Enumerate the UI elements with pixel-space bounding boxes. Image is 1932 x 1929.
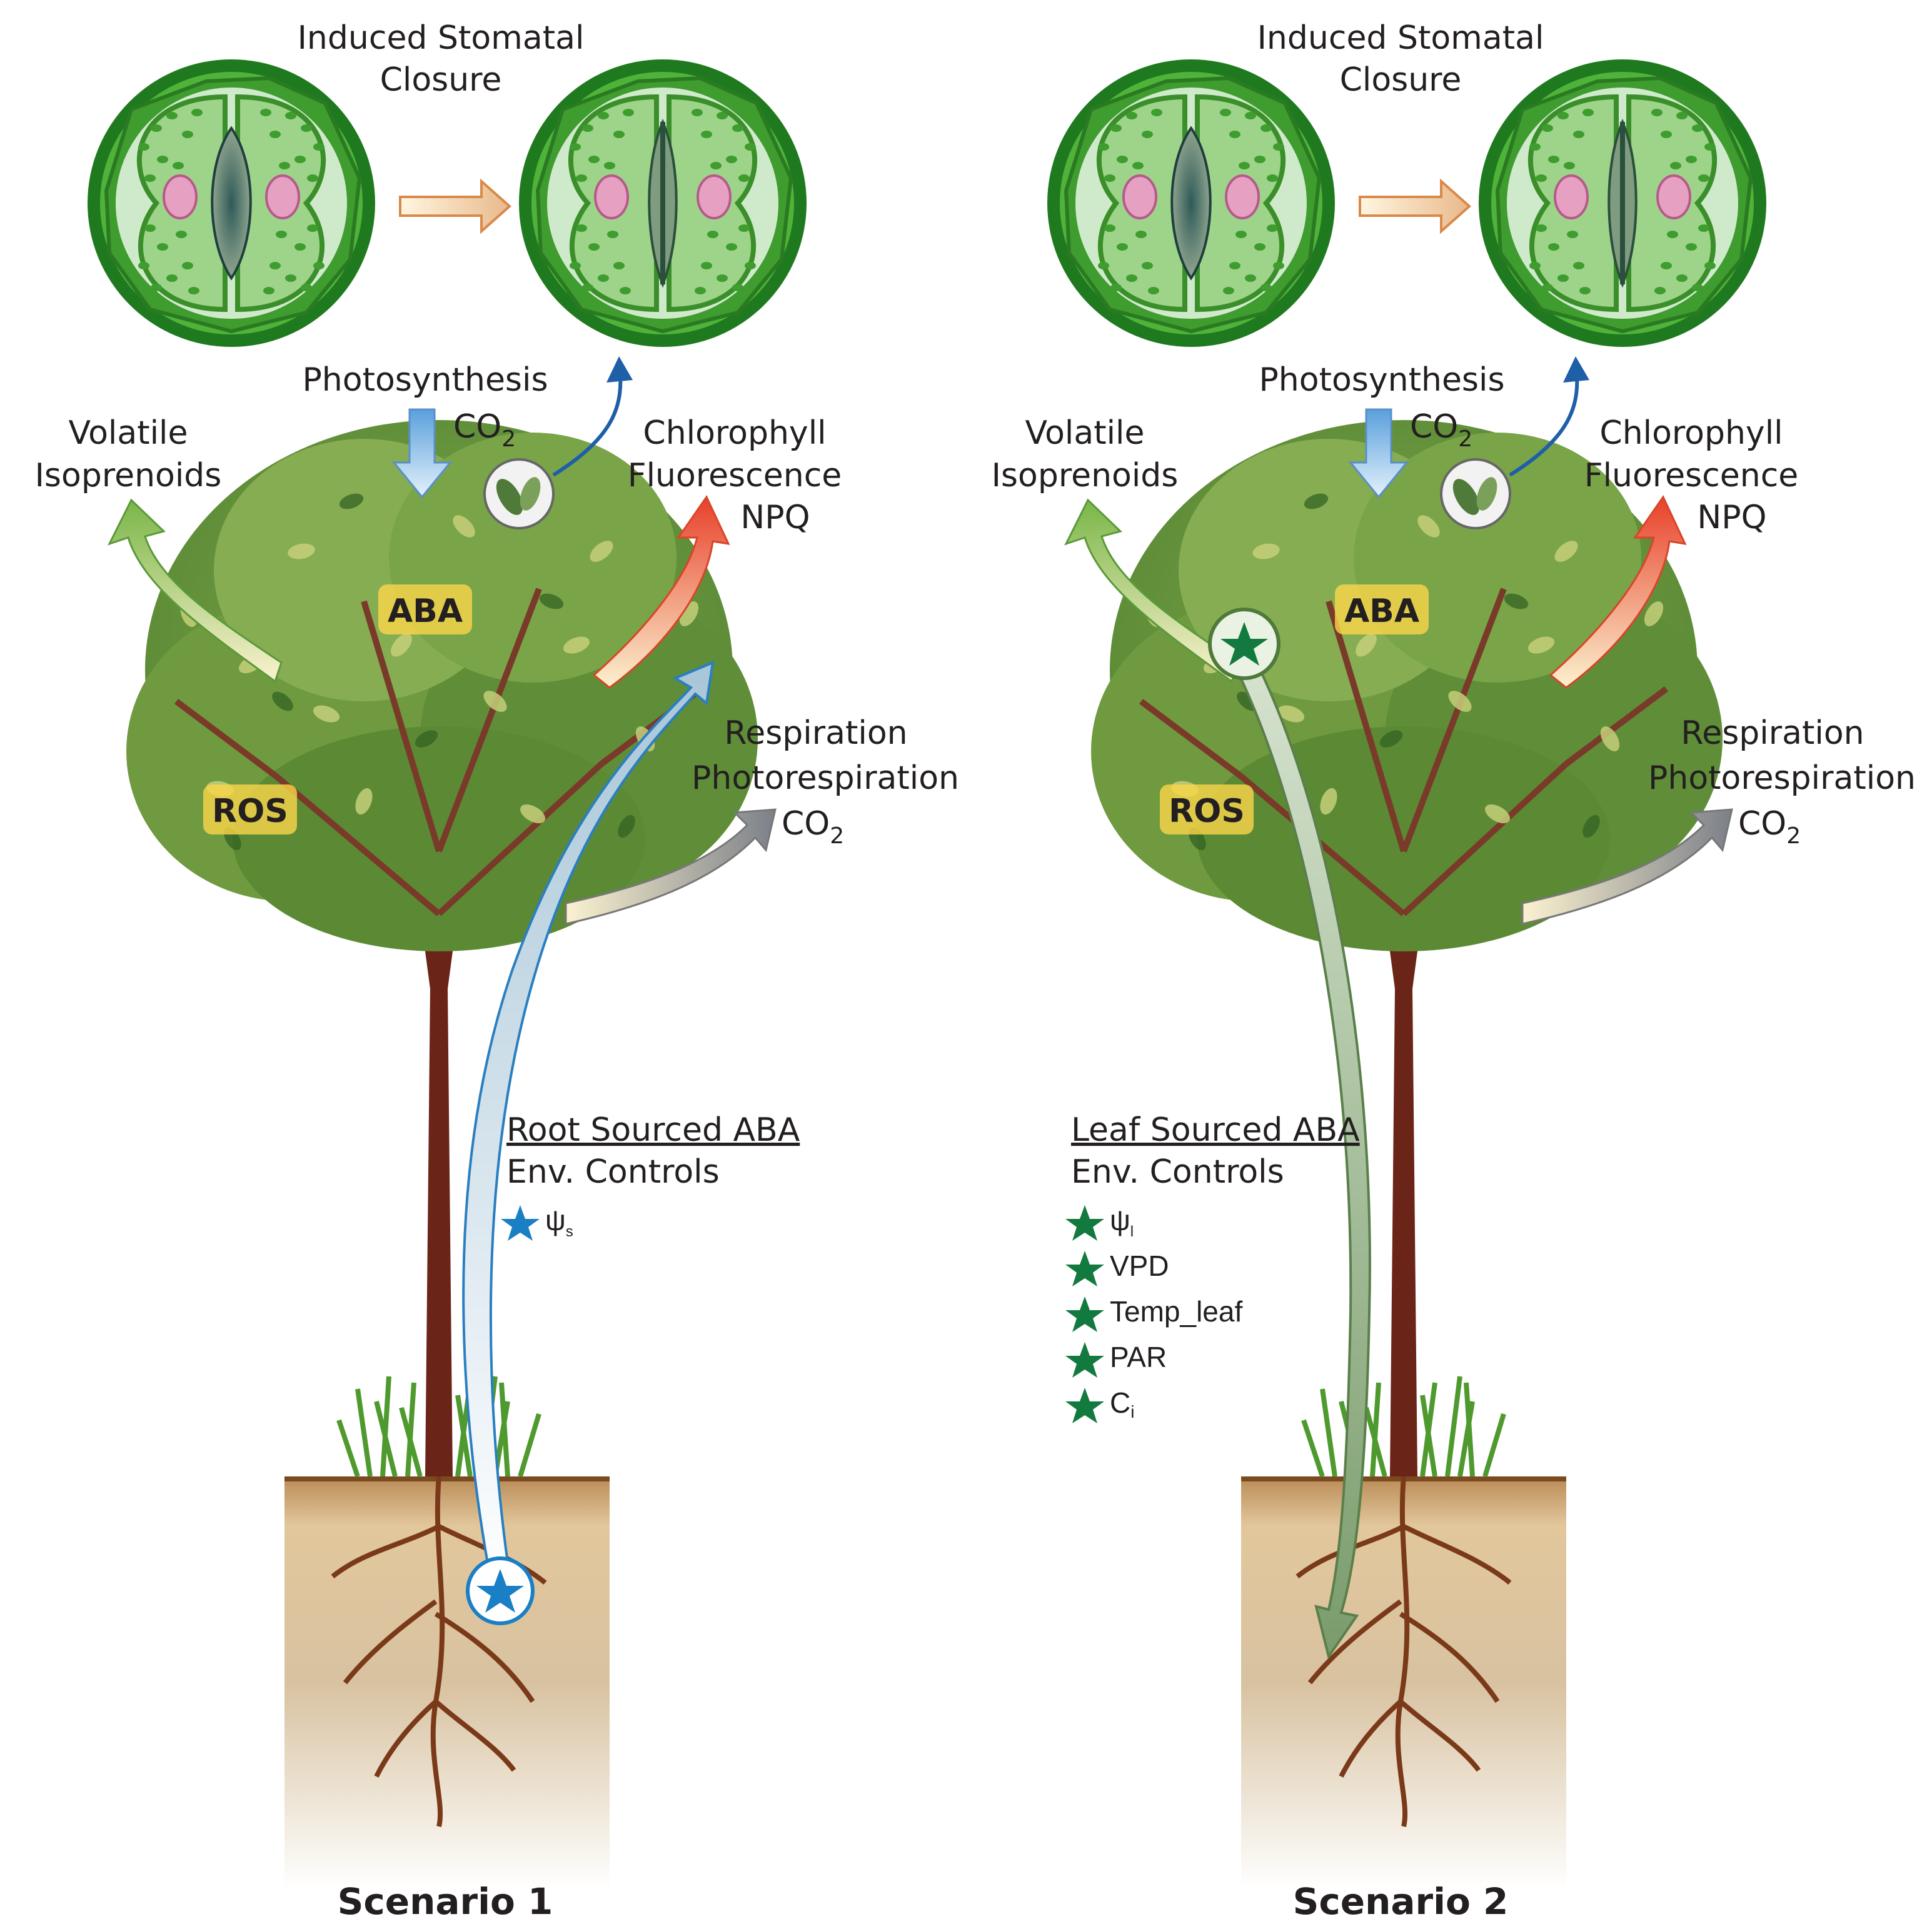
stoma-open-icon xyxy=(1047,59,1335,347)
respiration-label: Respiration xyxy=(724,714,907,752)
svg-text:ROS: ROS xyxy=(1169,793,1245,830)
stomata-title-line2: Closure xyxy=(1340,61,1462,99)
control-item: VPD xyxy=(1065,1250,1169,1286)
stomata-title-line2: Closure xyxy=(380,61,502,99)
photosynthesis-label: Photosynthesis xyxy=(1259,361,1504,399)
respiration-label: Respiration xyxy=(1681,714,1864,752)
chlorophyll-label-line2: Fluorescence xyxy=(628,457,842,494)
npq-arrow xyxy=(592,494,730,689)
scenario-caption: Scenario 2 xyxy=(1293,1880,1509,1923)
svg-text:ψl: ψl xyxy=(1110,1204,1134,1240)
aba-tag: ABA xyxy=(1335,584,1429,634)
control-item: PAR xyxy=(1065,1341,1167,1378)
npq-label: NPQ xyxy=(1697,499,1766,536)
respiration-arrow xyxy=(565,808,777,925)
control-item: Temp_leaf xyxy=(1065,1295,1242,1332)
svg-text:Ci: Ci xyxy=(1110,1386,1134,1421)
ros-tag: ROS xyxy=(203,784,297,834)
photorespiration-label: Photorespiration xyxy=(692,759,959,797)
source-label: Leaf Sourced ABA xyxy=(1071,1111,1360,1149)
svg-text:PAR: PAR xyxy=(1110,1341,1167,1373)
leaf-sample-icon xyxy=(1440,458,1511,529)
stomata-title-line1: Induced Stomatal xyxy=(298,19,585,57)
co2-out-label: CO2 xyxy=(1738,805,1801,849)
aba-tag: ABA xyxy=(378,584,472,634)
npq-label: NPQ xyxy=(740,499,810,536)
env-controls-label: Env. Controls xyxy=(1071,1153,1284,1191)
chlorophyll-label-line2: Fluorescence xyxy=(1584,457,1799,494)
scenario-1: Induced Stomatal Closure Photosynthesis … xyxy=(35,19,959,1923)
chlorophyll-label-line1: Chlorophyll xyxy=(1599,414,1783,452)
source-label: Root Sourced ABA xyxy=(506,1111,800,1149)
volatile-label-line1: Volatile xyxy=(69,414,188,452)
stoma-open-icon xyxy=(88,59,375,347)
volatile-arrow xyxy=(108,498,283,683)
root-aba-transport-arrow xyxy=(462,660,715,1598)
control-item: ψl xyxy=(1065,1204,1134,1241)
respiration-arrow xyxy=(1521,808,1733,925)
scenario-caption: Scenario 1 xyxy=(338,1880,553,1923)
control-item: ψs xyxy=(501,1204,573,1241)
chlorophyll-label-line1: Chlorophyll xyxy=(643,414,826,452)
control-item: Ci xyxy=(1065,1386,1134,1423)
svg-text:Temp_leaf: Temp_leaf xyxy=(1110,1295,1242,1328)
svg-text:ψs: ψs xyxy=(545,1204,573,1240)
stomata-title-line1: Induced Stomatal xyxy=(1257,19,1544,57)
co2-in-label: CO2 xyxy=(453,408,516,452)
leaf-sample-icon xyxy=(483,458,555,529)
photosynthesis-arrow xyxy=(391,408,453,499)
co2-out-label: CO2 xyxy=(782,805,844,849)
root-star-marker xyxy=(466,1556,535,1625)
stoma-closed-icon xyxy=(519,59,807,347)
ros-tag: ROS xyxy=(1160,784,1254,834)
co2-in-label: CO2 xyxy=(1410,408,1472,452)
volatile-arrow xyxy=(1064,498,1239,683)
volatile-label-line1: Volatile xyxy=(1025,414,1145,452)
photosynthesis-label: Photosynthesis xyxy=(302,361,548,399)
photorespiration-label: Photorespiration xyxy=(1648,759,1916,797)
npq-arrow xyxy=(1549,494,1687,689)
svg-text:ABA: ABA xyxy=(388,593,463,630)
photosynthesis-arrow xyxy=(1348,408,1409,499)
stomatal-closure-arrow xyxy=(1359,178,1472,234)
svg-text:ABA: ABA xyxy=(1344,593,1419,630)
stoma-closed-icon xyxy=(1479,59,1766,347)
env-controls-label: Env. Controls xyxy=(506,1153,720,1191)
stomatal-closure-arrow xyxy=(399,178,512,234)
soil-block-1 xyxy=(284,1476,610,1889)
svg-text:ROS: ROS xyxy=(212,793,288,830)
volatile-label-line2: Isoprenoids xyxy=(992,457,1179,494)
scenario-2: Induced Stomatal Closure Photosynthesis … xyxy=(992,19,1916,1923)
leaf-aba-transport-arrow xyxy=(1233,654,1371,1660)
svg-text:VPD: VPD xyxy=(1110,1250,1169,1282)
leaf-star-marker xyxy=(1208,608,1280,680)
volatile-label-line2: Isoprenoids xyxy=(35,457,222,494)
